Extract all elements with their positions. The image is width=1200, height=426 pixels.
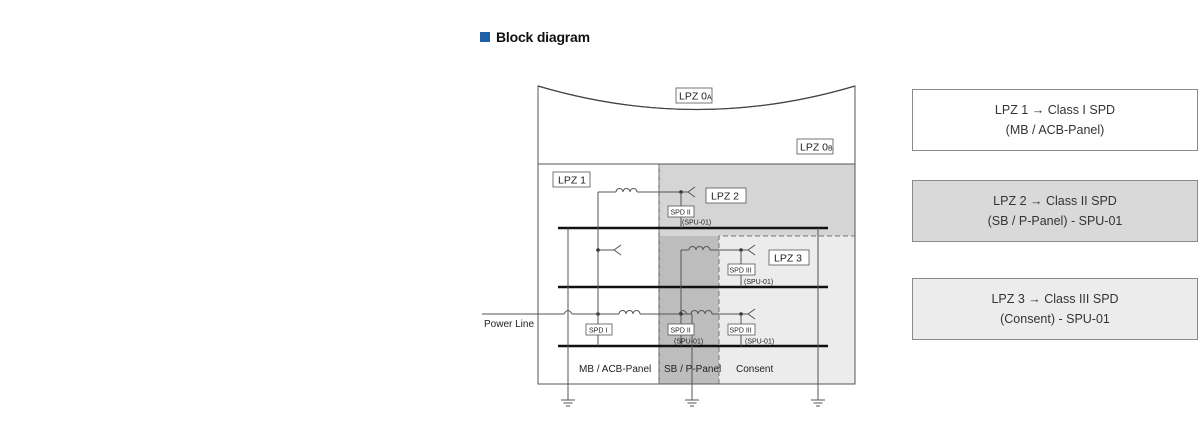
inductor-main xyxy=(618,310,641,315)
spd2-top-box xyxy=(667,205,695,218)
spd1-box xyxy=(585,323,613,336)
info-box-lpz2: LPZ 2 → Class II SPD (SB / P-Panel) - SP… xyxy=(912,180,1198,242)
info-box-lpz3: LPZ 3 → Class III SPD (Consent) - SPU-01 xyxy=(912,278,1198,340)
zone2-label: LPZ 2 xyxy=(711,191,739,203)
inductor-lpz3 xyxy=(688,246,711,251)
spu3-lower-label: (SPU-01) xyxy=(745,339,774,346)
spd3-lower-box xyxy=(727,323,756,336)
zone0b-label: LPZ 0B xyxy=(800,142,833,154)
spu2-lower-label: (SPU-01) xyxy=(674,339,703,346)
zone0a-label: LPZ 0A xyxy=(679,91,712,103)
building-frame xyxy=(537,163,856,385)
ground-symbol-2-icon xyxy=(685,399,699,407)
power-line-label: Power Line xyxy=(484,319,534,330)
inductor-lpz2 xyxy=(615,188,638,193)
panel-mb-label: MB / ACB-Panel xyxy=(579,364,651,375)
zone3-boundary xyxy=(718,235,855,384)
panel-consent-label: Consent xyxy=(736,364,773,375)
info-box-lpz2-line2: (SB / P-Panel) - SPU-01 xyxy=(987,214,1123,228)
zone1-label: LPZ 1 xyxy=(558,175,586,187)
title-square-icon xyxy=(480,32,490,42)
info-box-lpz3-line1: LPZ 3 → Class III SPD xyxy=(991,292,1119,306)
ground-symbol-3-icon xyxy=(811,399,825,407)
spd1-label: SPD I xyxy=(589,328,607,335)
zone2-label-box xyxy=(705,187,747,204)
spd3-top-box xyxy=(727,263,756,276)
info-box-lpz1: LPZ 1 → Class I SPD (MB / ACB-Panel) xyxy=(912,89,1198,151)
outlet-lpz1-icon xyxy=(613,244,622,256)
zone0a-label-box xyxy=(675,87,713,104)
power-line-crossing xyxy=(563,310,573,315)
zone0b-label-box xyxy=(796,138,834,155)
info-box-lpz3-line2: (Consent) - SPU-01 xyxy=(1000,312,1110,326)
spd2-top-label: SPD II xyxy=(671,210,691,217)
spd3-top-label: SPD III xyxy=(730,268,752,275)
lpz0-roof-curve xyxy=(537,85,856,111)
spu3-top-label: (SPU-01) xyxy=(744,279,773,286)
outlet-lpz3-icon xyxy=(747,244,756,256)
info-box-lpz1-line2: (MB / ACB-Panel) xyxy=(1005,123,1105,137)
zone3-label: LPZ 3 xyxy=(774,253,802,265)
outlet-lpz2-icon xyxy=(687,186,696,198)
info-box-lpz1-line1: LPZ 1 → Class I SPD xyxy=(994,103,1116,117)
zone3-label-box xyxy=(768,249,810,266)
panel-sb-label: SB / P-Panel xyxy=(664,364,721,375)
inductor-lower xyxy=(690,310,713,315)
outlet-lower-icon xyxy=(747,308,756,320)
spd2-lower-label: SPD II xyxy=(671,328,691,335)
section-title: Block diagram xyxy=(480,29,590,45)
sb-panel-area xyxy=(659,236,719,384)
zone1-label-box xyxy=(552,171,591,188)
ground-symbol-1-icon xyxy=(561,399,575,407)
spd3-lower-label: SPD III xyxy=(730,328,752,335)
spd2-lower-box xyxy=(667,323,695,336)
junction-lpz1-outlet xyxy=(596,248,600,252)
page-title: Block diagram xyxy=(496,29,590,45)
info-box-lpz2-line1: LPZ 2 → Class II SPD xyxy=(993,194,1117,208)
spu2-top-label: (SPU-01) xyxy=(682,220,711,227)
